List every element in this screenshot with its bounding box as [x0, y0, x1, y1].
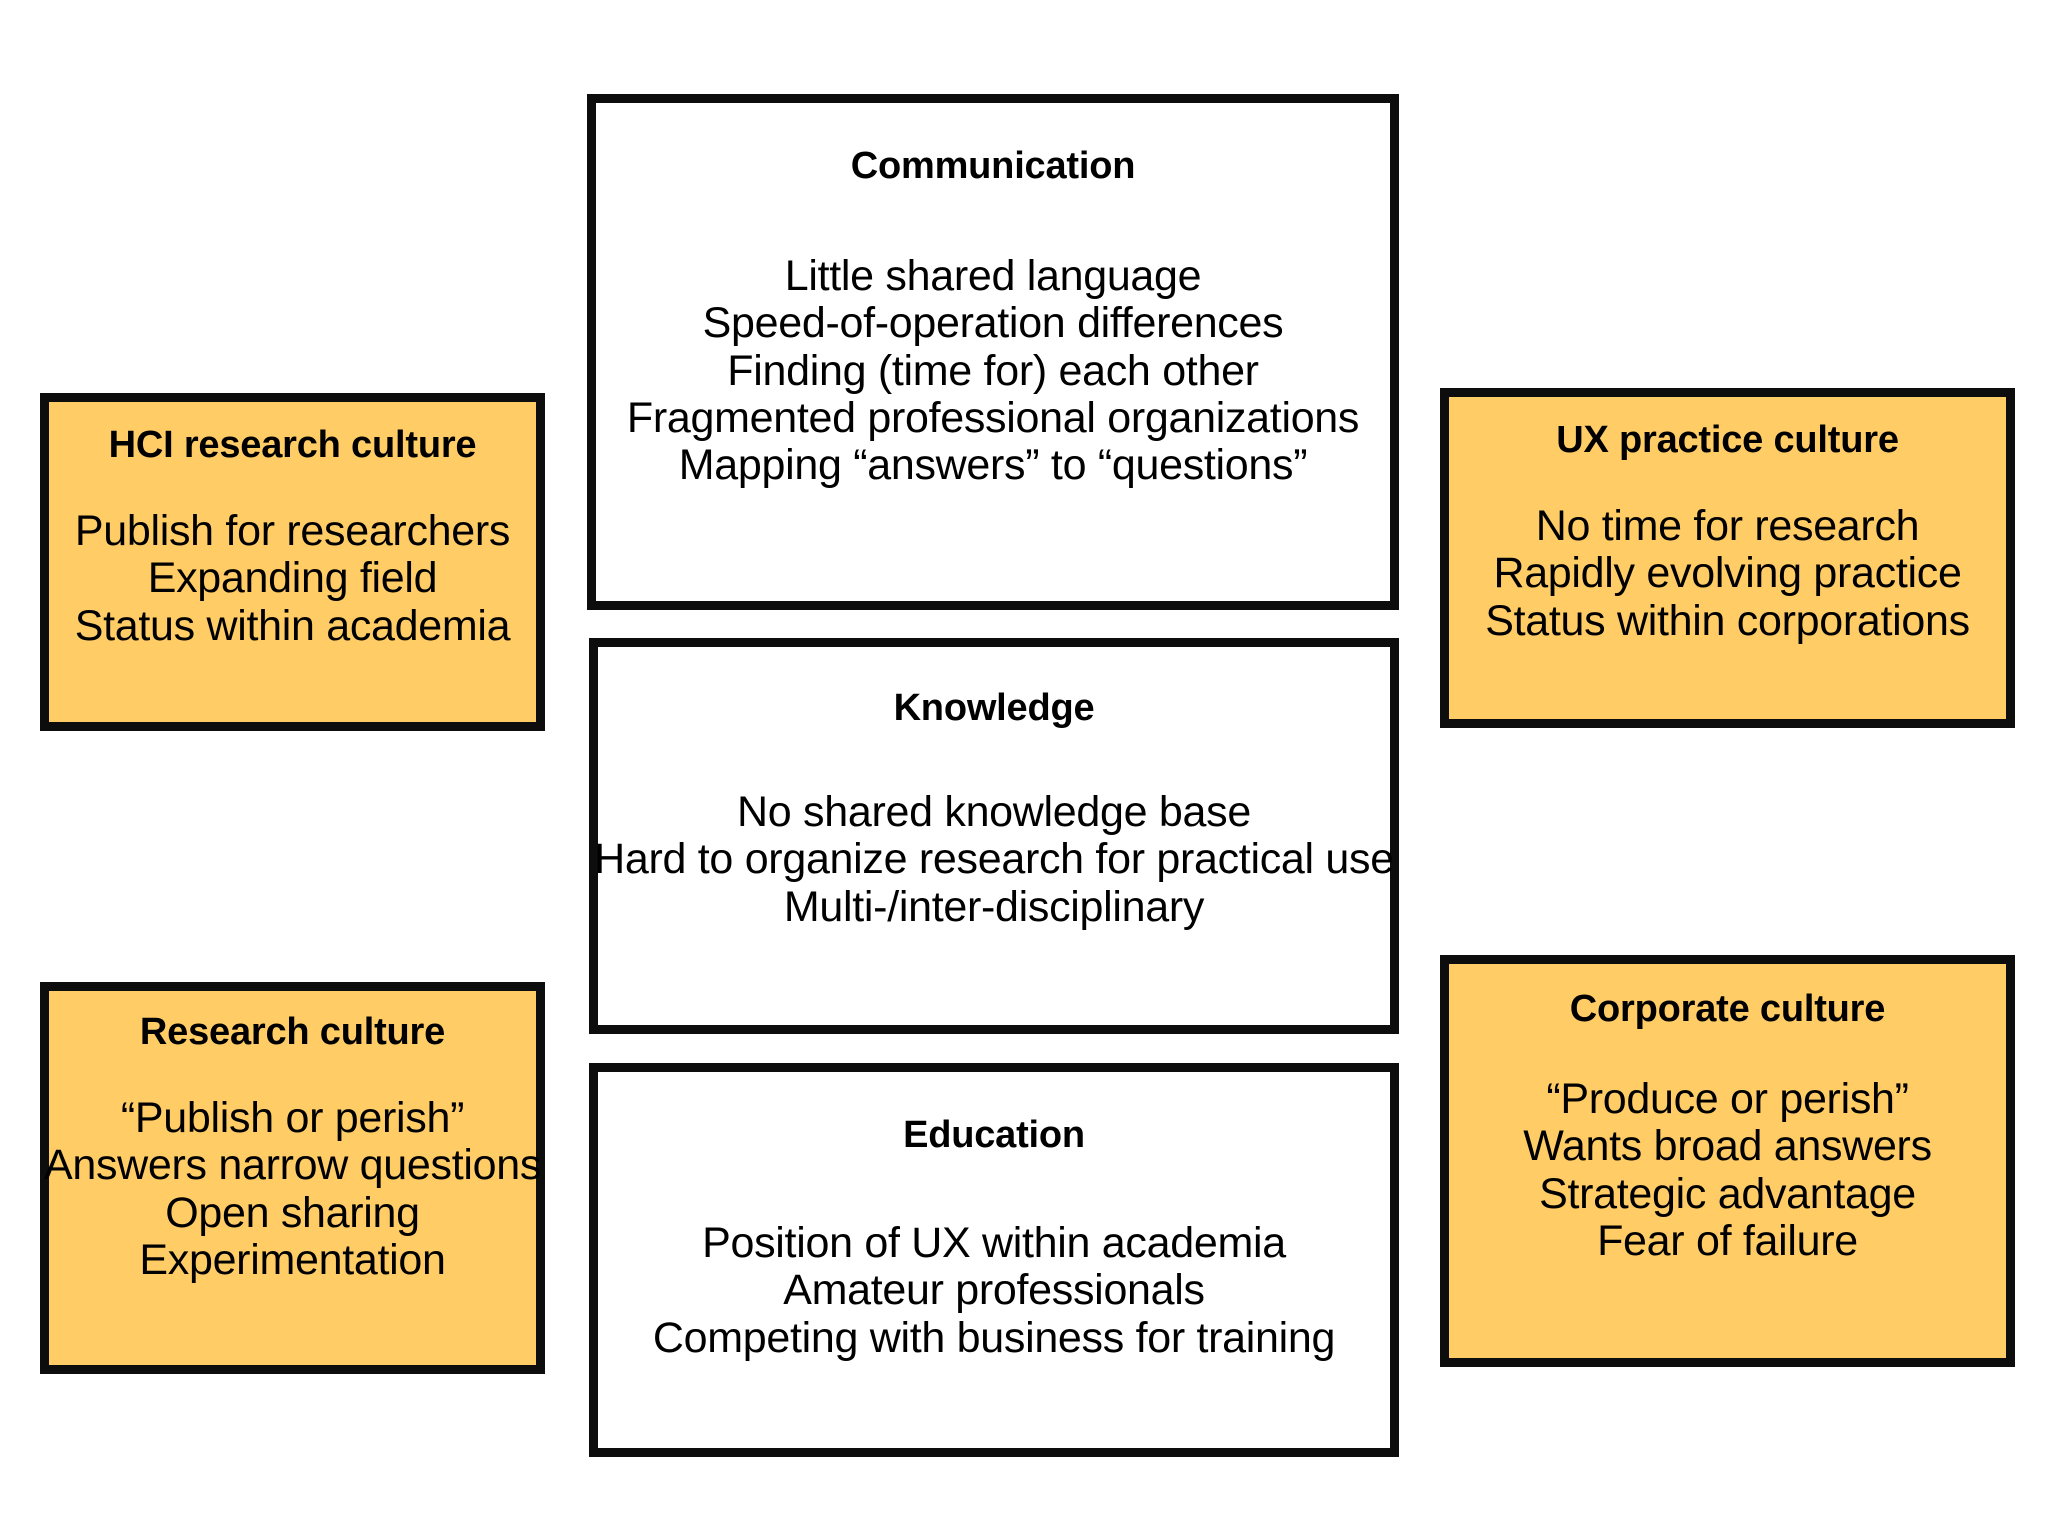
box-hci-research-culture: HCI research culture Publish for researc… [40, 393, 545, 731]
box-communication-line-2: Speed-of-operation differences [702, 299, 1284, 348]
box-hci-research-culture-title: HCI research culture [108, 424, 477, 466]
box-corporate-culture-line-4: Fear of failure [1597, 1216, 1858, 1265]
box-corporate-culture: Corporate culture “Produce or perish” Wa… [1440, 955, 2015, 1367]
box-communication-line-3: Finding (time for) each other [727, 346, 1259, 395]
box-ux-practice-culture: UX practice culture No time for research… [1440, 388, 2015, 728]
box-education-line-1: Position of UX within academia [702, 1219, 1286, 1267]
box-knowledge-line-2: Hard to organize research for practical … [594, 835, 1394, 884]
box-knowledge-lines: No shared knowledge base Hard to organiz… [594, 788, 1394, 931]
box-knowledge-line-3: Multi-/inter-disciplinary [783, 882, 1205, 931]
box-research-culture-title: Research culture [139, 1011, 446, 1053]
box-ux-practice-culture-line-2: Rapidly evolving practice [1493, 549, 1962, 598]
box-ux-practice-culture-line-1: No time for research [1535, 502, 1920, 550]
box-corporate-culture-line-1: “Produce or perish” [1546, 1075, 1909, 1123]
box-research-culture-line-3: Open sharing [165, 1188, 420, 1237]
box-ux-practice-culture-lines: No time for research Rapidly evolving pr… [1485, 502, 1970, 645]
box-hci-research-culture-line-1: Publish for researchers [74, 507, 511, 555]
box-education-lines: Position of UX within academia Amateur p… [652, 1219, 1336, 1362]
box-communication: Communication Little shared language Spe… [587, 94, 1399, 610]
box-communication-line-4: Fragmented professional organizations [626, 393, 1360, 442]
box-research-culture-line-4: Experimentation [139, 1235, 446, 1284]
box-education-line-2: Amateur professionals [783, 1266, 1205, 1315]
box-research-culture-line-1: “Publish or perish” [120, 1094, 465, 1142]
box-knowledge-title: Knowledge [893, 687, 1095, 729]
box-knowledge-line-1: No shared knowledge base [737, 788, 1251, 836]
box-hci-research-culture-line-3: Status within academia [74, 601, 511, 650]
box-education-title: Education [903, 1114, 1085, 1156]
box-hci-research-culture-line-2: Expanding field [147, 554, 438, 603]
box-hci-research-culture-lines: Publish for researchers Expanding field … [74, 507, 511, 650]
box-education: Education Position of UX within academia… [589, 1063, 1399, 1457]
box-communication-line-1: Little shared language [784, 252, 1202, 300]
box-communication-line-5: Mapping “answers” to “questions” [678, 441, 1308, 490]
box-research-culture: Research culture “Publish or perish” Ans… [40, 982, 545, 1374]
box-corporate-culture-title: Corporate culture [1569, 988, 1886, 1030]
box-research-culture-line-2: Answers narrow questions [43, 1141, 542, 1190]
box-communication-lines: Little shared language Speed-of-operatio… [626, 252, 1360, 490]
box-corporate-culture-line-2: Wants broad answers [1523, 1122, 1932, 1171]
box-research-culture-lines: “Publish or perish” Answers narrow quest… [43, 1094, 542, 1284]
box-knowledge: Knowledge No shared knowledge base Hard … [589, 638, 1399, 1034]
box-corporate-culture-lines: “Produce or perish” Wants broad answers … [1523, 1075, 1932, 1265]
box-education-line-3: Competing with business for training [652, 1313, 1336, 1362]
box-communication-title: Communication [850, 145, 1136, 187]
box-ux-practice-culture-title: UX practice culture [1556, 419, 1899, 461]
box-corporate-culture-line-3: Strategic advantage [1539, 1169, 1916, 1218]
box-ux-practice-culture-line-3: Status within corporations [1485, 596, 1970, 645]
